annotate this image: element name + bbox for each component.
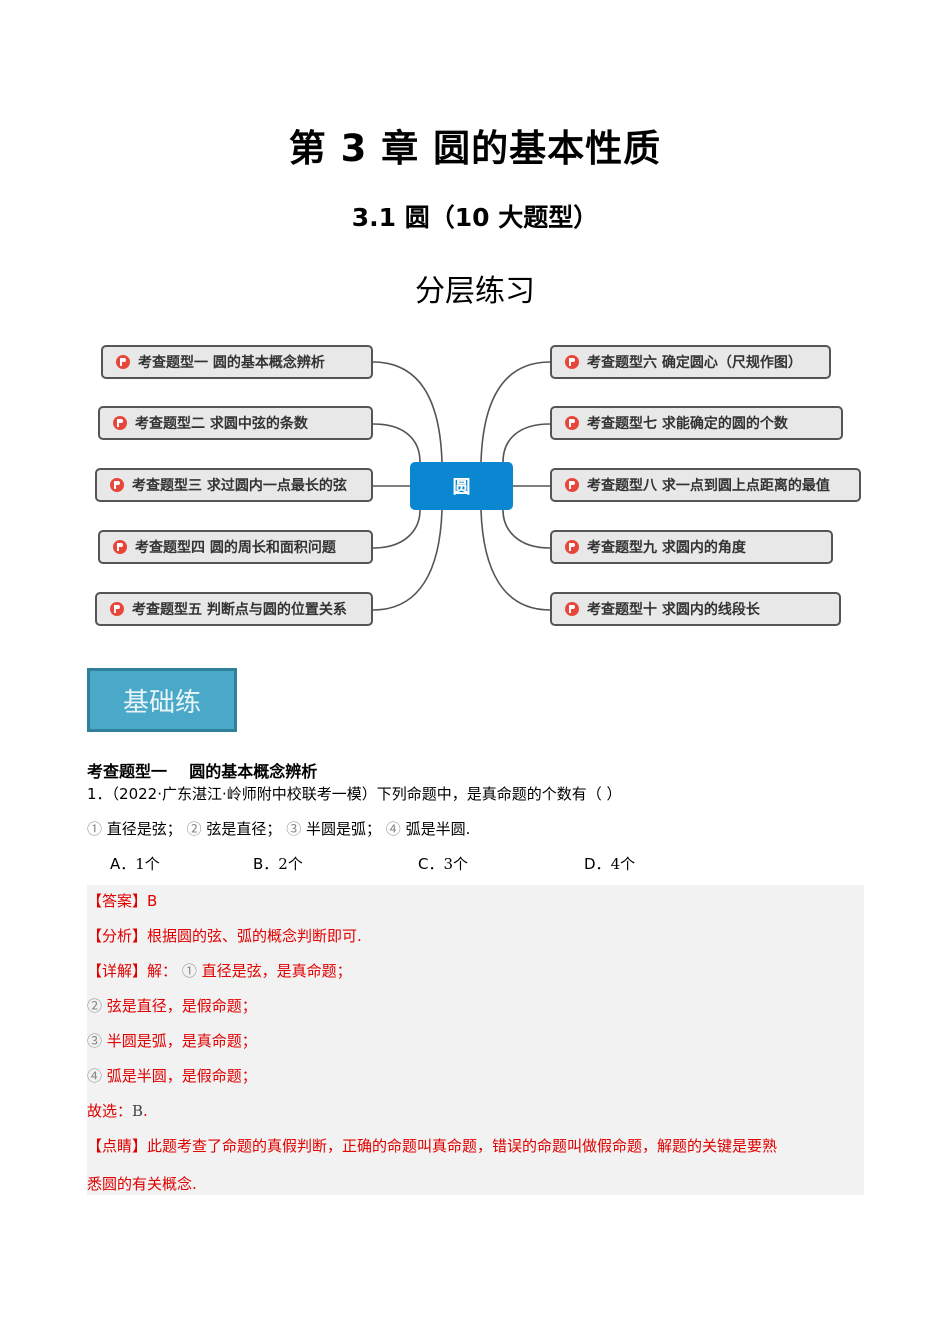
question-stem: 1．（2022·广东湛江·岭师附中校联考一模）下列命题中，是真命题的个数有（ ）: [87, 785, 622, 803]
option-b: B．2个: [253, 853, 303, 874]
choose-suffix: .: [143, 1102, 148, 1120]
option-value: 2个: [278, 855, 303, 873]
detail-line-3: ③ 半圆是弧，是真命题；: [87, 1030, 257, 1051]
flag-icon: [565, 540, 579, 554]
mindmap-node-type-9: 考查题型九 求圆内的角度: [550, 530, 833, 564]
option-d: D．4个: [584, 853, 635, 874]
node-label: 考查题型九 求圆内的角度: [587, 540, 746, 556]
detail-tag: 【详解】: [87, 962, 148, 980]
section-title: 3.1 圆（10 大题型）: [351, 203, 599, 232]
flag-icon: [565, 355, 579, 369]
mindmap-node-type-10: 考查题型十 求圆内的线段长: [550, 592, 841, 626]
detail-intro: 解：: [147, 962, 178, 980]
statement-text: 半圆是弧；: [305, 820, 381, 838]
option-letter: A．: [110, 855, 136, 873]
flag-icon: [110, 602, 124, 616]
comment-text: 此题考查了命题的真假判断，正确的命题叫真命题，错误的命题叫做假命题，解题的关键是…: [147, 1137, 778, 1155]
mindmap-center-node: 圆: [410, 462, 513, 510]
mindmap-node-type-7: 考查题型七 求能确定的圆的个数: [550, 406, 843, 440]
detail-text: 弧是半圆，是假命题；: [106, 1067, 257, 1085]
detail-line-1: 【详解】解： ① 直径是弦，是真命题；: [87, 960, 352, 981]
node-label: 考查题型一 圆的基本概念辨析: [138, 355, 325, 371]
node-label: 考查题型五 判断点与圆的位置关系: [132, 602, 347, 618]
statement-number: ④: [385, 820, 401, 838]
node-label: 考查题型四 圆的周长和面积问题: [135, 540, 336, 556]
detail-number: ②: [87, 997, 103, 1015]
detail-text: 弦是直径，是假命题；: [106, 997, 257, 1015]
statement-number: ②: [186, 820, 202, 838]
option-letter: D．: [584, 855, 611, 873]
flag-icon: [565, 478, 579, 492]
statement-text: 直径是弦；: [106, 820, 182, 838]
mindmap-node-type-6: 考查题型六 确定圆心（尺规作图）: [550, 345, 831, 379]
choose-line: 故选：B.: [87, 1100, 148, 1121]
option-c: C．3个: [418, 853, 468, 874]
detail-line-2: ② 弦是直径，是假命题；: [87, 995, 257, 1016]
analysis-line: 【分析】根据圆的弦、弧的概念判断即可.: [87, 925, 362, 946]
mindmap-connectors: [372, 361, 551, 611]
basic-practice-banner: 基础练: [87, 668, 237, 732]
flag-icon: [113, 416, 127, 430]
option-value: 1个: [135, 855, 160, 873]
detail-text: 半圆是弧，是真命题；: [106, 1032, 257, 1050]
option-letter: C．: [418, 855, 444, 873]
mindmap-node-type-3: 考查题型三 求过圆内一点最长的弦: [95, 468, 373, 502]
mindmap-node-type-4: 考查题型四 圆的周长和面积问题: [98, 530, 373, 564]
detail-number: ①: [181, 962, 197, 980]
node-label: 考查题型三 求过圆内一点最长的弦: [132, 478, 347, 494]
node-label: 考查题型七 求能确定的圆的个数: [587, 416, 788, 432]
flag-icon: [110, 478, 124, 492]
answer-value: B: [147, 892, 158, 910]
detail-number: ④: [87, 1067, 103, 1085]
mindmap-node-type-1: 考查题型一 圆的基本概念辨析: [101, 345, 373, 379]
statement-number: ①: [87, 820, 103, 838]
mindmap-node-type-8: 考查题型八 求一点到圆上点距离的最值: [550, 468, 861, 502]
choose-prefix: 故选：: [87, 1102, 133, 1120]
comment-tag: 【点睛】: [87, 1137, 148, 1155]
statement-number: ③: [286, 820, 302, 838]
flag-icon: [565, 416, 579, 430]
option-value: 3个: [443, 855, 469, 873]
node-label: 考查题型十 求圆内的线段长: [587, 602, 760, 618]
analysis-text: 根据圆的弦、弧的概念判断即可.: [147, 927, 362, 945]
detail-text: 直径是弦，是真命题；: [201, 962, 352, 980]
option-a: A．1个: [110, 853, 160, 874]
node-label: 考查题型六 确定圆心（尺规作图）: [587, 355, 802, 371]
center-node-label: 圆: [452, 477, 471, 498]
mindmap-node-type-2: 考查题型二 求圆中弦的条数: [98, 406, 373, 440]
choose-value: B: [132, 1102, 144, 1120]
statement-text: 弧是半圆.: [405, 820, 471, 838]
node-label: 考查题型二 求圆中弦的条数: [135, 416, 308, 432]
detail-line-4: ④ 弧是半圆，是假命题；: [87, 1065, 257, 1086]
node-label: 考查题型八 求一点到圆上点距离的最值: [587, 478, 830, 494]
chapter-title: 第 3 章 圆的基本性质: [288, 127, 662, 170]
basic-practice-label: 基础练: [122, 687, 201, 718]
answer-line: 【答案】B: [87, 890, 157, 911]
comment-line-2: 悉圆的有关概念.: [87, 1173, 197, 1194]
statement-text: 弦是直径；: [206, 820, 282, 838]
comment-line-1: 【点睛】此题考查了命题的真假判断，正确的命题叫真命题，错误的命题叫做假命题，解题…: [87, 1135, 777, 1156]
question-type-heading: 考查题型一 圆的基本概念辨析: [87, 762, 318, 781]
mindmap-node-type-5: 考查题型五 判断点与圆的位置关系: [95, 592, 373, 626]
flag-icon: [116, 355, 130, 369]
detail-number: ③: [87, 1032, 103, 1050]
analysis-tag: 【分析】: [87, 927, 148, 945]
comment-text-cont: 悉圆的有关概念.: [87, 1175, 197, 1193]
question-statements: ① 直径是弦； ② 弦是直径； ③ 半圆是弧； ④ 弧是半圆.: [87, 818, 470, 839]
solution-box: 【答案】B 【分析】根据圆的弦、弧的概念判断即可. 【详解】解： ① 直径是弦，…: [87, 885, 864, 1195]
option-value: 4个: [610, 855, 636, 873]
option-letter: B．: [253, 855, 279, 873]
answer-tag: 【答案】: [87, 892, 148, 910]
layer-title: 分层练习: [415, 274, 535, 309]
flag-icon: [113, 540, 127, 554]
flag-icon: [565, 602, 579, 616]
